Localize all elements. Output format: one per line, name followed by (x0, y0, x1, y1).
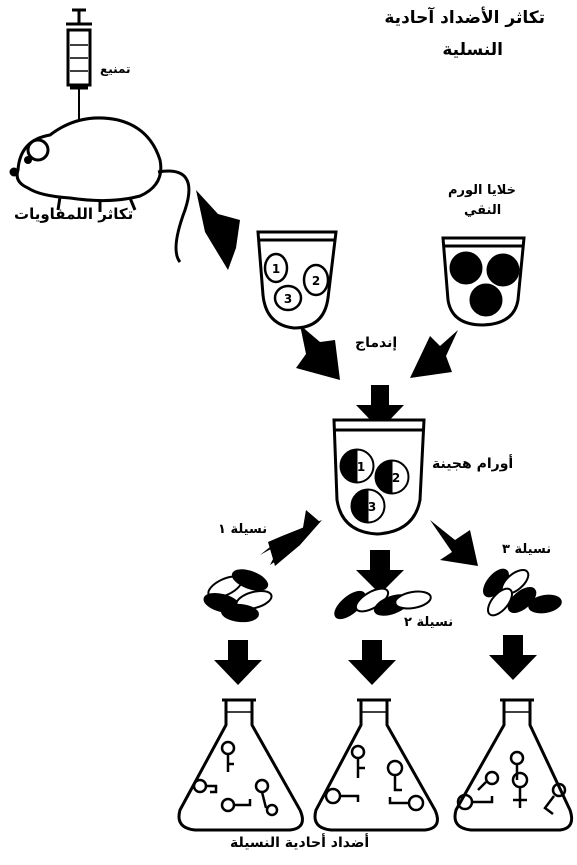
arrow-left-to-fusion (296, 325, 340, 380)
flask-2 (313, 698, 439, 832)
clone2-label: نسيلة ٢ (404, 615, 454, 630)
flask-3 (453, 698, 574, 832)
clone3-cells (483, 568, 562, 617)
lymphocyte-label: تكاثر اللمفاويات (14, 205, 134, 223)
fusion-label: إندماج (355, 335, 398, 351)
svg-text:1: 1 (357, 460, 365, 474)
clone1-label: نسيلة ١ (218, 522, 268, 537)
antibodies-flask-1 (192, 740, 279, 817)
tumor-cells-label-line2: النقي (464, 203, 502, 218)
arrows (196, 190, 537, 685)
antibodies-flask-2 (324, 744, 425, 812)
clone2-cells (334, 587, 432, 620)
arrow-mouse-to-beaker (196, 190, 240, 270)
arrow-right-to-fusion (410, 330, 458, 378)
flask-1 (177, 698, 304, 832)
clone3-label: نسيلة ٣ (502, 542, 552, 557)
arrow-to-clone2 (356, 550, 404, 594)
cell-number-1: 1 (272, 262, 280, 276)
svg-text:3: 3 (368, 500, 376, 514)
arrow-clone2-flask (348, 640, 396, 685)
beaker-hybridoma (332, 418, 426, 536)
beaker-myeloma (441, 236, 526, 327)
svg-text:2: 2 (392, 471, 400, 485)
clone1-cells (203, 569, 273, 623)
mouse-icon (9, 116, 191, 263)
monoclonal-antibodies-label: أضداد أحادية النسيلة (230, 835, 370, 851)
beaker-lymphocytes (256, 230, 338, 330)
immunization-label: تمنيع (100, 62, 131, 76)
cell-number-3: 3 (284, 292, 292, 306)
syringe-icon (66, 8, 92, 130)
arrow-to-clone3 (430, 520, 478, 566)
hybridoma-label: أورام هجينة (432, 456, 514, 472)
diagram-title: تكاثر الأضداد آحادية (384, 8, 545, 28)
arrow-clone1-flask (214, 640, 262, 685)
arrow-down-hybrid (356, 385, 404, 430)
diagram-title-line2: النسلية (442, 40, 503, 60)
arrow-clone3-flask (489, 635, 537, 680)
cell-number-2: 2 (312, 274, 320, 288)
antibodies-flask-3 (456, 750, 567, 815)
arrow-to-clone1 (260, 510, 320, 565)
cell-numbers: 1 2 3 1 2 3 (272, 262, 400, 514)
tumor-cells-label: خلايا الورم (448, 183, 517, 198)
